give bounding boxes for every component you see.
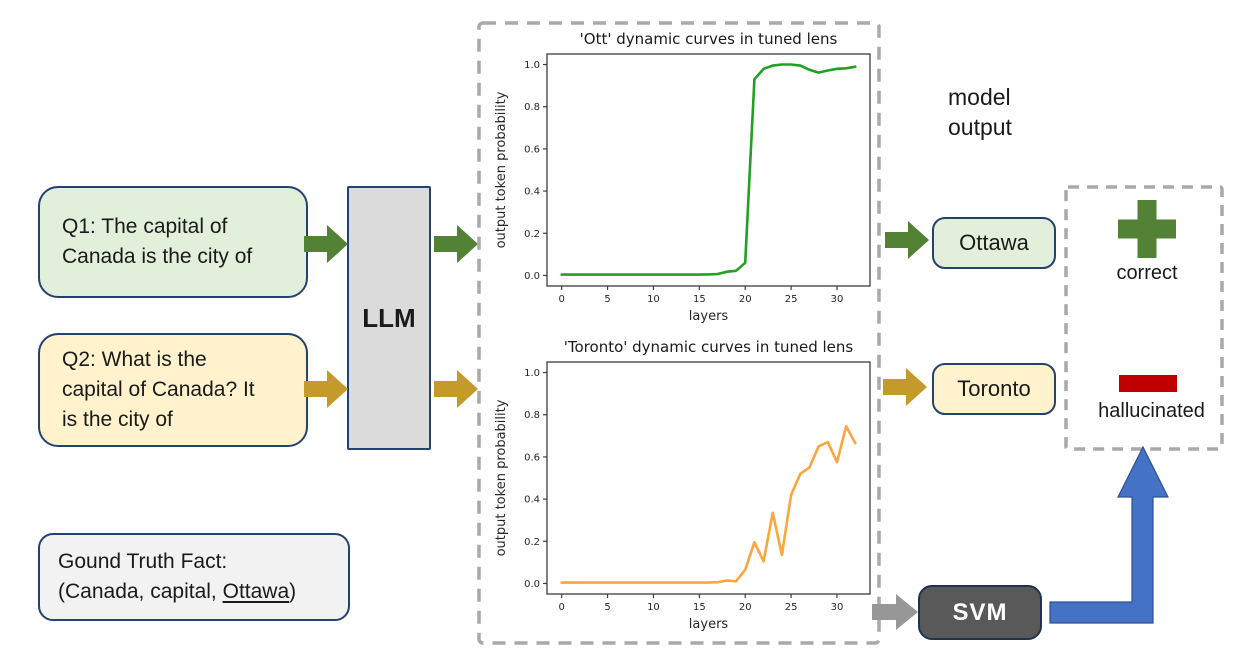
svg-text:10: 10 bbox=[647, 602, 660, 613]
arrow-to-toronto-icon bbox=[883, 368, 927, 406]
toronto-probability-chart: 'Toronto' dynamic curves in tuned lens 0 5… bbox=[494, 338, 871, 632]
svg-text:25: 25 bbox=[785, 602, 798, 613]
toronto-output-box: Toronto bbox=[932, 363, 1056, 415]
svg-text:0.8: 0.8 bbox=[524, 410, 540, 421]
svg-text:output token probability: output token probability bbox=[494, 91, 509, 248]
svm-box: SVM bbox=[918, 585, 1042, 640]
svm-label: SVM bbox=[952, 598, 1008, 626]
svg-text:20: 20 bbox=[739, 294, 752, 305]
arrow-q2-to-llm-icon bbox=[304, 370, 348, 408]
arrow-llm-to-ott-chart-icon bbox=[434, 225, 478, 263]
svg-text:0: 0 bbox=[558, 602, 564, 613]
correct-label: correct bbox=[1116, 262, 1178, 284]
svg-text:30: 30 bbox=[831, 294, 844, 305]
svg-text:10: 10 bbox=[647, 294, 660, 305]
ground-truth-box: Gound Truth Fact: (Canada, capital, Otta… bbox=[38, 533, 350, 621]
svg-text:15: 15 bbox=[693, 294, 706, 305]
ground-truth-line1: Gound Truth Fact: bbox=[58, 550, 228, 573]
question-2-box: Q2: What is the capital of Canada? It is… bbox=[38, 333, 308, 447]
svg-text:0.6: 0.6 bbox=[524, 144, 540, 155]
arrow-to-svm-icon bbox=[872, 594, 918, 630]
svg-text:5: 5 bbox=[604, 602, 610, 613]
svg-text:25: 25 bbox=[785, 294, 798, 305]
svg-text:1.0: 1.0 bbox=[524, 368, 540, 379]
arrow-to-ottawa-icon bbox=[885, 221, 929, 259]
svg-text:0: 0 bbox=[558, 294, 564, 305]
arrow-q1-to-llm-icon bbox=[304, 225, 348, 263]
question-1-box: Q1: The capital of Canada is the city of bbox=[38, 186, 308, 298]
ottawa-output-text: Ottawa bbox=[959, 230, 1029, 255]
svg-text:5: 5 bbox=[604, 294, 610, 305]
svg-text:20: 20 bbox=[739, 602, 752, 613]
ground-truth-answer: Ottawa bbox=[222, 580, 290, 603]
minus-icon bbox=[1119, 375, 1177, 392]
question-1-text: Q1: The capital of Canada is the city of bbox=[62, 215, 253, 268]
svg-text:0.8: 0.8 bbox=[524, 102, 540, 113]
svg-text:'Ott' dynamic curves in tuned: 'Ott' dynamic curves in tuned lens bbox=[580, 30, 838, 48]
llm-label: LLM bbox=[362, 302, 416, 333]
hallucinated-label: hallucinated bbox=[1098, 400, 1205, 422]
svg-text:0.0: 0.0 bbox=[524, 271, 540, 282]
ott-probability-chart: 'Ott' dynamic curves in tuned lens 0 5 10 15… bbox=[494, 30, 871, 324]
svg-text:30: 30 bbox=[831, 602, 844, 613]
svg-text:0.4: 0.4 bbox=[524, 495, 540, 506]
svg-text:1.0: 1.0 bbox=[524, 60, 540, 71]
svg-text:0.6: 0.6 bbox=[524, 452, 540, 463]
svg-text:0.0: 0.0 bbox=[524, 579, 540, 590]
arrow-llm-to-toronto-chart-icon bbox=[434, 370, 478, 408]
plus-icon bbox=[1118, 200, 1176, 258]
toronto-output-text: Toronto bbox=[957, 376, 1031, 401]
svg-text:15: 15 bbox=[693, 602, 706, 613]
svg-text:output token probability: output token probability bbox=[494, 399, 509, 556]
svg-text:0.2: 0.2 bbox=[524, 229, 540, 240]
svg-text:layers: layers bbox=[689, 617, 729, 632]
svg-text:layers: layers bbox=[689, 309, 729, 324]
model-output-heading: model output bbox=[948, 84, 1012, 140]
ground-truth-line2: (Canada, capital, Ottawa) bbox=[58, 580, 297, 603]
svg-text:0.4: 0.4 bbox=[524, 187, 540, 198]
question-2-text: Q2: What is the capital of Canada? It is… bbox=[62, 348, 255, 431]
llm-box: LLM bbox=[347, 186, 431, 450]
svg-text:0.2: 0.2 bbox=[524, 537, 540, 548]
lens-charts-dashed-frame bbox=[477, 21, 881, 645]
svm-to-verdict-arrow-icon bbox=[1049, 445, 1169, 624]
ottawa-output-box: Ottawa bbox=[932, 217, 1056, 269]
svg-text:'Toronto' dynamic curves in tu: 'Toronto' dynamic curves in tuned lens bbox=[564, 338, 854, 356]
verdict-dashed-frame bbox=[1064, 185, 1224, 451]
